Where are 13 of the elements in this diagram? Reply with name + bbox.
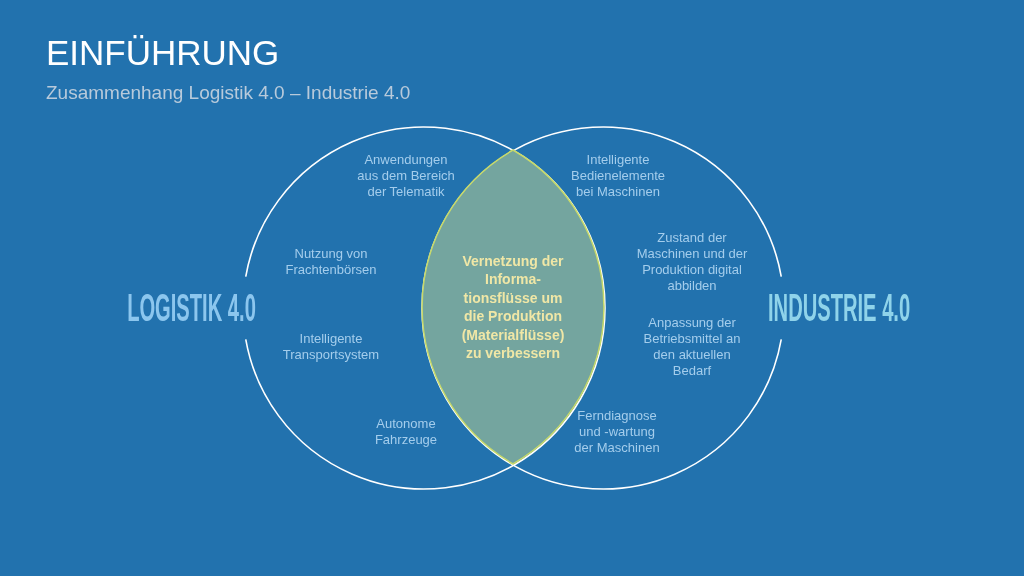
slide-subtitle: Zusammenhang Logistik 4.0 – Industrie 4.0 <box>46 81 411 105</box>
item-text: Nutzung von Frachtenbörsen <box>284 246 378 278</box>
item-text: Anwendungen aus dem Bereich der Telematik <box>356 152 456 200</box>
intersection-text: Vernetzung der Informa- tionsflüsse um die Produktion (Materialflüsse) zu verbessern <box>460 252 566 363</box>
item-text: Ferndiagnose und -wartung der Maschinen <box>573 408 661 456</box>
circle-heading: INDUSTRIE 4.0 <box>768 286 911 330</box>
circle-heading: LOGISTIK 4.0 <box>127 286 256 330</box>
item-text: Intelligente Bedienelemente bei Maschinen <box>570 152 666 200</box>
item-text: Intelligente Transportsystem <box>281 331 381 363</box>
item-text: Autonome Fahrzeuge <box>373 416 439 448</box>
slide-title: EINFÜHRUNG <box>46 33 280 73</box>
item-text: Anpassung der Betriebsmittel an den aktuellen Bedarf <box>642 315 742 379</box>
item-text: Zustand der Maschinen und der Produktion digital abbilden <box>635 230 749 294</box>
